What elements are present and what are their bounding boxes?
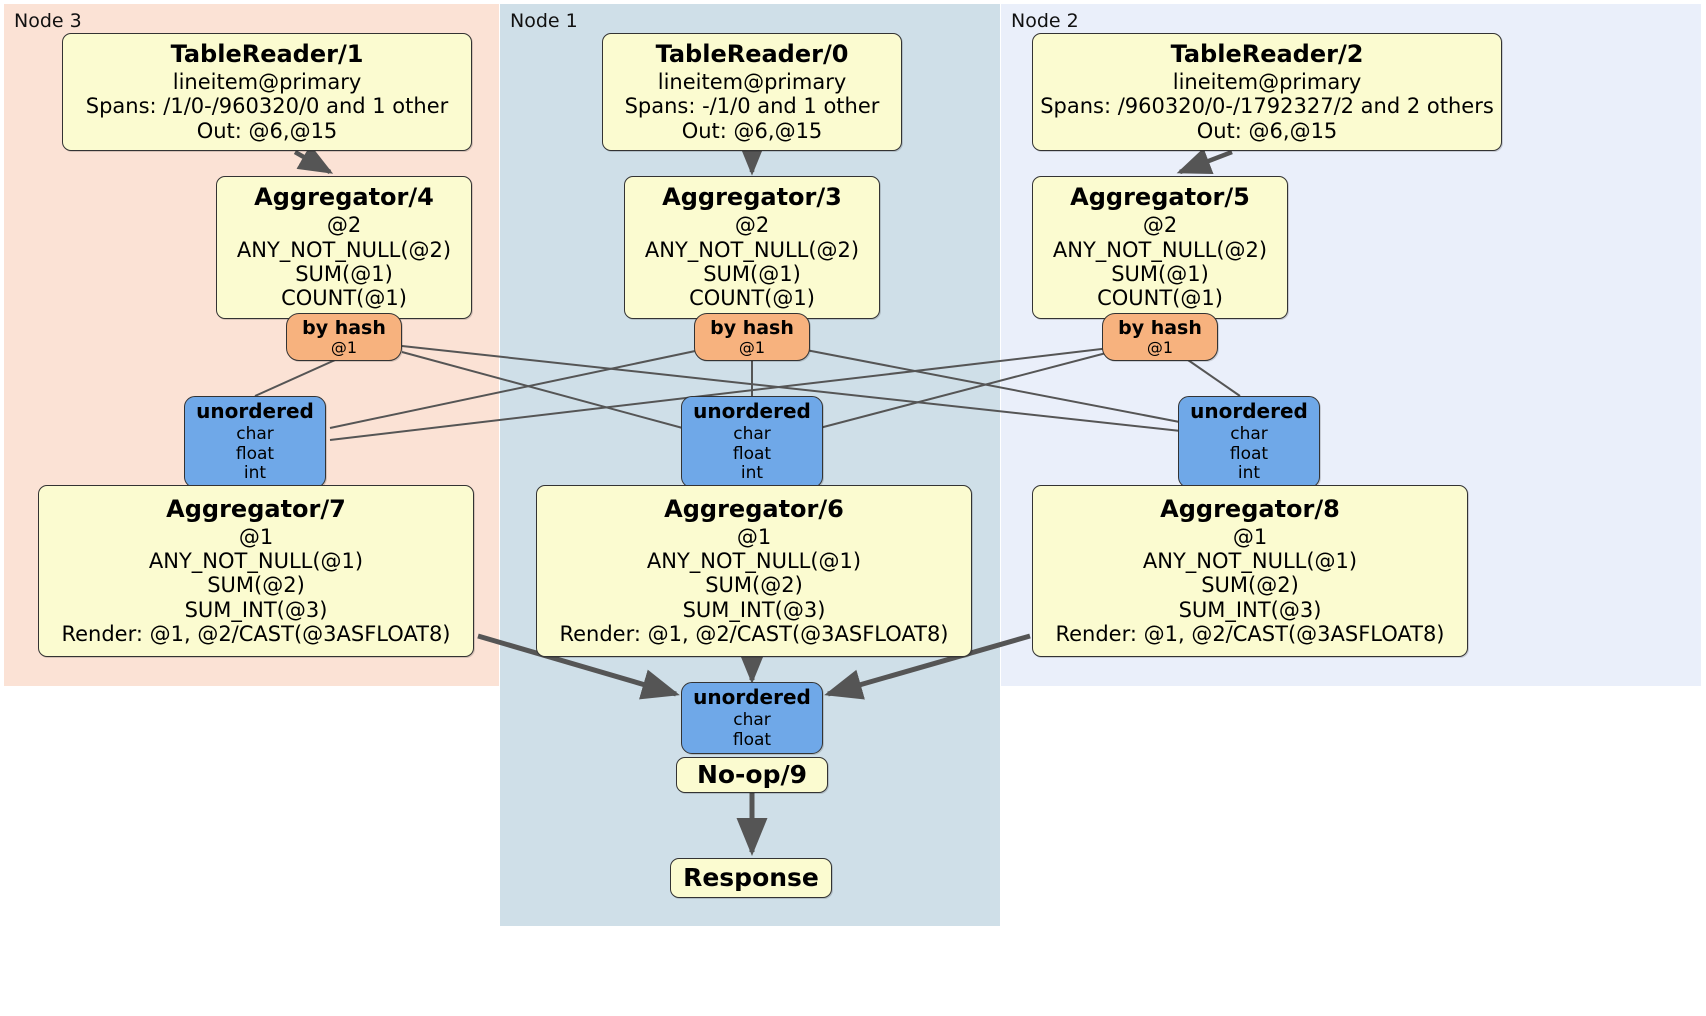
node-title: Aggregator/8: [1160, 494, 1340, 523]
router-line: @1: [738, 337, 766, 357]
sync-line: int: [740, 463, 764, 484]
sync-line: char: [733, 709, 771, 730]
sync-unordered-mid[interactable]: unordered char float int: [681, 396, 823, 488]
node-line: SUM(@1): [295, 261, 393, 286]
sync-line: char: [733, 424, 771, 445]
node-title: TableReader/1: [170, 40, 364, 69]
router-line: @1: [330, 337, 358, 357]
router-line: @1: [1146, 337, 1174, 357]
node-title: TableReader/2: [1170, 40, 1364, 69]
node-title: Aggregator/7: [166, 494, 346, 523]
node-line: SUM(@2): [705, 573, 803, 598]
node-line: COUNT(@1): [1097, 286, 1223, 311]
node-line: Out: @6,@15: [1196, 118, 1338, 143]
node-line: Spans: /1/0-/960320/0 and 1 other: [85, 94, 449, 119]
node-line: Out: @6,@15: [196, 118, 338, 143]
node-line: @1: [1232, 524, 1268, 549]
node-title: No-op/9: [696, 760, 808, 789]
node-line: Out: @6,@15: [681, 118, 823, 143]
node-line: COUNT(@1): [689, 286, 815, 311]
sync-line: char: [1230, 424, 1268, 445]
node-line: SUM_INT(@3): [184, 597, 328, 622]
sync-line: float: [732, 729, 772, 750]
node-noop-9[interactable]: No-op/9: [676, 757, 828, 793]
sync-unordered-right[interactable]: unordered char float int: [1178, 396, 1320, 488]
sync-line: int: [1237, 463, 1261, 484]
node-aggregator-5[interactable]: Aggregator/5 @2 ANY_NOT_NULL(@2) SUM(@1)…: [1032, 176, 1288, 319]
router-title: by hash: [710, 316, 794, 339]
node-line: ANY_NOT_NULL(@1): [1142, 548, 1358, 573]
node-line: lineitem@primary: [657, 69, 847, 94]
sync-line: float: [1229, 443, 1269, 464]
panel-node-1-label: Node 1: [510, 10, 578, 32]
sync-line: int: [243, 463, 267, 484]
node-aggregator-6[interactable]: Aggregator/6 @1 ANY_NOT_NULL(@1) SUM(@2)…: [536, 485, 972, 657]
node-line: ANY_NOT_NULL(@1): [646, 548, 862, 573]
node-line: COUNT(@1): [281, 286, 407, 311]
sync-title: unordered: [1190, 398, 1308, 423]
node-line: SUM(@1): [703, 261, 801, 286]
sync-title: unordered: [693, 684, 811, 709]
node-line: @1: [736, 524, 772, 549]
node-line: Render: @1, @2/CAST(@3ASFLOAT8): [61, 621, 451, 646]
node-aggregator-7[interactable]: Aggregator/7 @1 ANY_NOT_NULL(@1) SUM(@2)…: [38, 485, 474, 657]
node-response[interactable]: Response: [670, 858, 832, 898]
sync-title: unordered: [196, 398, 314, 423]
node-title: Aggregator/4: [254, 183, 434, 212]
node-line: lineitem@primary: [1172, 69, 1362, 94]
sync-line: float: [732, 443, 772, 464]
node-line: ANY_NOT_NULL(@1): [148, 548, 364, 573]
router-by-hash-left[interactable]: by hash @1: [286, 313, 402, 361]
sync-unordered-final[interactable]: unordered char float: [681, 682, 823, 754]
node-line: @2: [1142, 213, 1178, 238]
node-line: ANY_NOT_NULL(@2): [644, 237, 860, 262]
node-line: @2: [326, 213, 362, 238]
node-line: Render: @1, @2/CAST(@3ASFLOAT8): [1055, 621, 1445, 646]
node-line: ANY_NOT_NULL(@2): [1052, 237, 1268, 262]
node-line: SUM(@2): [1201, 573, 1299, 598]
router-title: by hash: [1118, 316, 1202, 339]
node-line: SUM_INT(@3): [682, 597, 826, 622]
node-line: ANY_NOT_NULL(@2): [236, 237, 452, 262]
node-line: SUM_INT(@3): [1178, 597, 1322, 622]
node-line: @1: [238, 524, 274, 549]
router-by-hash-mid[interactable]: by hash @1: [694, 313, 810, 361]
panel-node-3-label: Node 3: [14, 10, 82, 32]
node-tablereader-0[interactable]: TableReader/0 lineitem@primary Spans: -/…: [602, 33, 902, 151]
node-title: Aggregator/6: [664, 494, 844, 523]
node-line: Spans: /960320/0-/1792327/2 and 2 others: [1040, 94, 1494, 119]
node-title: Response: [683, 863, 819, 892]
node-title: Aggregator/5: [1070, 183, 1250, 212]
node-line: Render: @1, @2/CAST(@3ASFLOAT8): [559, 621, 949, 646]
node-tablereader-2[interactable]: TableReader/2 lineitem@primary Spans: /9…: [1032, 33, 1502, 151]
node-line: Spans: -/1/0 and 1 other: [624, 94, 880, 119]
node-line: SUM(@2): [207, 573, 305, 598]
sync-title: unordered: [693, 398, 811, 423]
sync-line: float: [235, 443, 275, 464]
sync-line: char: [236, 424, 274, 445]
node-line: lineitem@primary: [172, 69, 362, 94]
router-by-hash-right[interactable]: by hash @1: [1102, 313, 1218, 361]
node-tablereader-1[interactable]: TableReader/1 lineitem@primary Spans: /1…: [62, 33, 472, 151]
node-line: @2: [734, 213, 770, 238]
node-title: TableReader/0: [655, 40, 849, 69]
node-line: SUM(@1): [1111, 261, 1209, 286]
sync-unordered-left[interactable]: unordered char float int: [184, 396, 326, 488]
node-aggregator-3[interactable]: Aggregator/3 @2 ANY_NOT_NULL(@2) SUM(@1)…: [624, 176, 880, 319]
panel-node-2-label: Node 2: [1011, 10, 1079, 32]
router-title: by hash: [302, 316, 386, 339]
node-title: Aggregator/3: [662, 183, 842, 212]
node-aggregator-8[interactable]: Aggregator/8 @1 ANY_NOT_NULL(@1) SUM(@2)…: [1032, 485, 1468, 657]
node-aggregator-4[interactable]: Aggregator/4 @2 ANY_NOT_NULL(@2) SUM(@1)…: [216, 176, 472, 319]
